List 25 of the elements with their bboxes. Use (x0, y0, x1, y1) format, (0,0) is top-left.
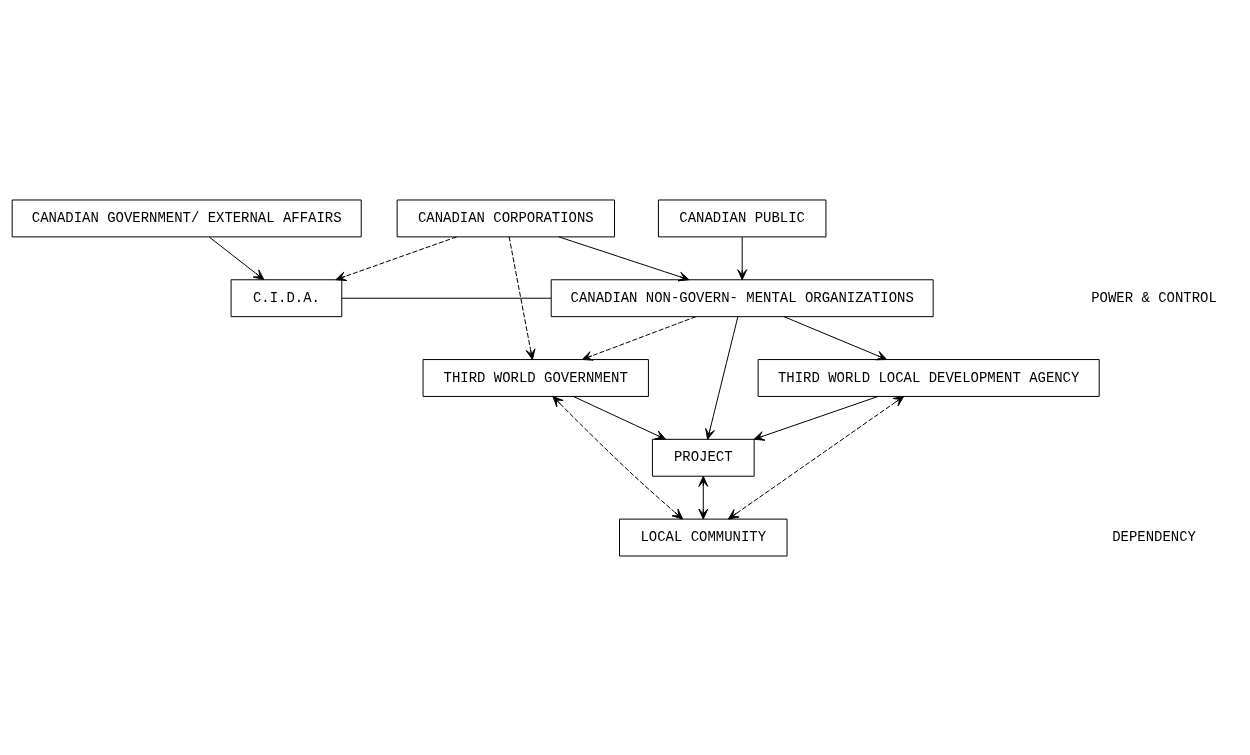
node-box: CANADIAN NON-GOVERN- MENTAL ORGANIZATIONS (550, 278, 934, 317)
arrow (335, 235, 458, 281)
node-box: CANADIAN PUBLIC (657, 199, 827, 237)
arrow (208, 236, 265, 280)
arrow (508, 235, 536, 360)
node-box: C.I.D.A. (230, 278, 343, 317)
arrow (705, 315, 739, 440)
node-box: CANADIAN GOVERNMENT/ EXTERNAL AFFAIRS (11, 199, 362, 237)
arrow (552, 395, 684, 519)
node-box: PROJECT (651, 438, 755, 477)
arrow (727, 395, 905, 519)
label: POWER & CONTROL (1091, 289, 1217, 306)
arrow (783, 315, 888, 360)
label: DEPENDENCY (1112, 528, 1196, 545)
node-box: CANADIAN CORPORATIONS (396, 199, 616, 237)
node-box: LOCAL COMMUNITY (619, 518, 788, 556)
arrow (737, 236, 748, 280)
connector (341, 297, 552, 299)
node-box: THIRD WORLD LOCAL DEVELOPMENT AGENCY (757, 358, 1100, 397)
arrow (698, 475, 709, 519)
arrow (753, 395, 879, 441)
arrow (572, 395, 666, 440)
arrow (558, 235, 690, 281)
arrow (581, 315, 697, 361)
node-box: THIRD WORLD GOVERNMENT (422, 358, 649, 397)
